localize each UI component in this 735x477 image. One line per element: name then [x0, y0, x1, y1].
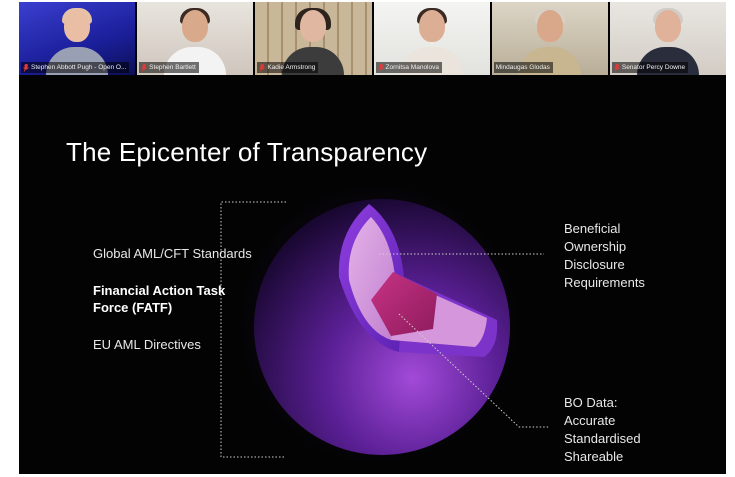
participant-tile[interactable]: Stephen Abbott Pugh - Open O...: [19, 2, 136, 75]
participant-tile[interactable]: Senator Percy Downe: [609, 2, 726, 75]
slide-title: The Epicenter of Transparency: [66, 137, 428, 167]
connector-line-bottom: [398, 313, 549, 428]
participant-name: Zornitsa Manolova: [385, 64, 439, 71]
label-global-aml: Global AML/CFT Standards: [93, 246, 252, 261]
label-eu-aml: EU AML Directives: [93, 337, 201, 352]
label-bo-data: BO Data: Accurate Standardised Shareable: [564, 395, 641, 464]
participant-tile[interactable]: Stephen Bartlett: [137, 2, 254, 75]
mic-icon: [614, 63, 620, 72]
sphere-outer-shell: [338, 204, 404, 352]
left-label-list: Global AML/CFT Standards Financial Actio…: [93, 245, 253, 373]
participant-name: Mindaugas Glodas: [495, 64, 550, 71]
participant-name-tag: Senator Percy Downe: [611, 62, 689, 73]
participant-name: Kadie Armstrong: [267, 64, 316, 71]
sphere-glow: [229, 174, 529, 474]
participant-tile-active[interactable]: Mindaugas Glodas: [491, 2, 608, 75]
mic-icon: [377, 63, 384, 72]
participant-name-tag: Kadie Armstrong: [257, 62, 319, 73]
participant-name-tag: Stephen Abbott Pugh - Open O...: [21, 62, 130, 73]
participant-strip: Stephen Abbott Pugh - Open O... Stephen …: [19, 2, 726, 75]
participant-name: Stephen Bartlett: [149, 64, 196, 71]
sphere-body: [254, 199, 510, 455]
label-bo-disclosure: Beneficial Ownership Disclosure Requirem…: [564, 221, 645, 290]
mic-icon: [23, 63, 29, 72]
meeting-window: Stephen Abbott Pugh - Open O... Stephen …: [19, 2, 726, 474]
participant-name-tag: Mindaugas Glodas: [493, 62, 553, 73]
participant-name: Stephen Abbott Pugh - Open O...: [31, 64, 127, 71]
sphere-middle-layer-side: [391, 277, 487, 347]
participant-tile[interactable]: Zornitsa Manolova: [373, 2, 490, 75]
participant-name-tag: Stephen Bartlett: [139, 62, 199, 73]
participant-name: Senator Percy Downe: [621, 64, 686, 71]
sphere-core: [371, 272, 437, 336]
mic-icon: [141, 63, 147, 72]
sphere-outer-shell-side: [399, 277, 498, 357]
label-fatf: Financial Action Task Force (FATF): [93, 283, 226, 315]
participant-name-tag: Zornitsa Manolova: [375, 62, 442, 73]
sphere-middle-layer: [348, 217, 395, 340]
participant-tile[interactable]: Kadie Armstrong: [255, 2, 372, 75]
mic-icon: [259, 63, 266, 72]
